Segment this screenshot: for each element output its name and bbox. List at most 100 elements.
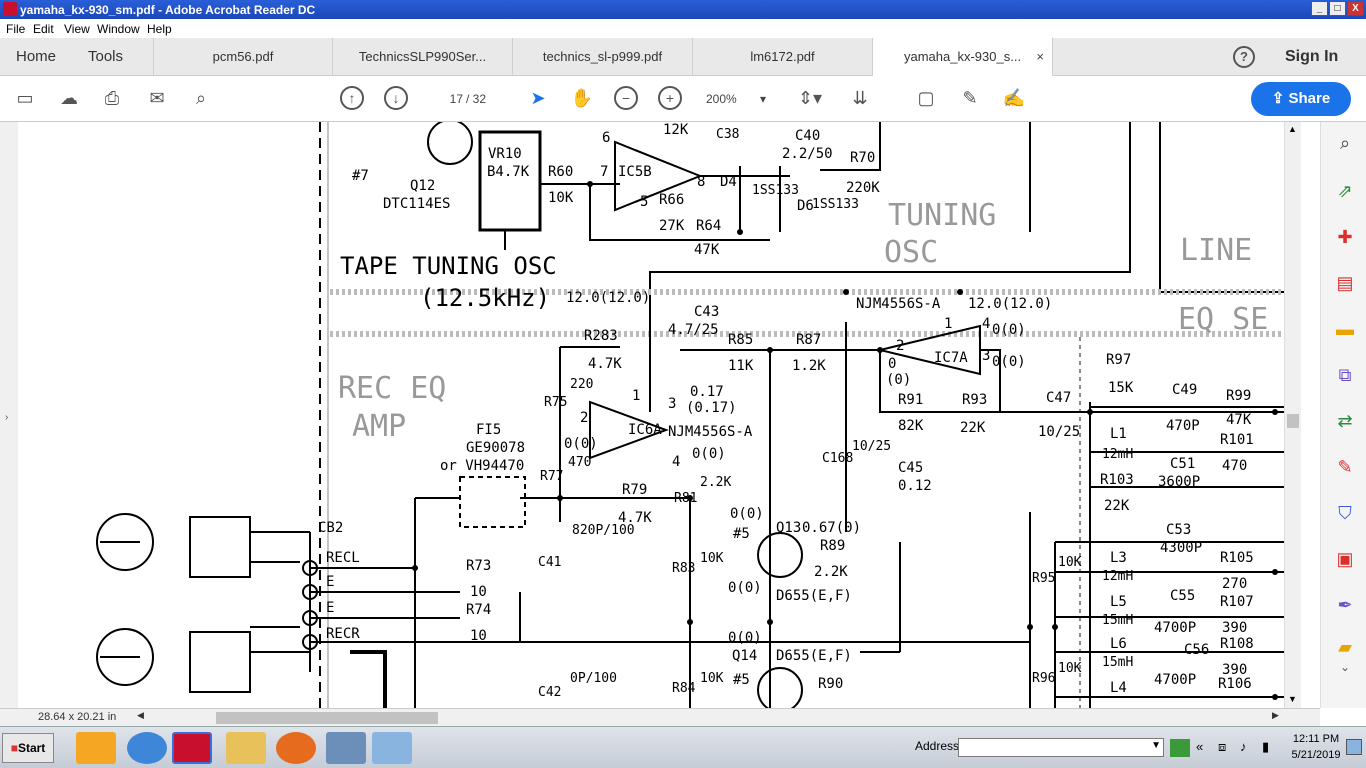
- chevron-down-icon[interactable]: ⌄: [1339, 660, 1351, 674]
- tab-technics-sl-p999[interactable]: technics_sl-p999.pdf: [513, 38, 693, 76]
- paint-icon[interactable]: [372, 732, 412, 764]
- address-input[interactable]: ▼: [958, 738, 1164, 757]
- tab-pcm56[interactable]: pcm56.pdf: [153, 38, 333, 76]
- close-tab-icon[interactable]: ×: [1036, 49, 1044, 64]
- fill-sign-icon[interactable]: ✎: [1337, 457, 1353, 477]
- internet-explorer-icon[interactable]: [127, 732, 167, 764]
- sign-icon[interactable]: ✍: [1002, 88, 1026, 108]
- schematic-label: FI5: [476, 422, 501, 438]
- scroll-thumb[interactable]: [1287, 414, 1299, 428]
- schematic-label: R95: [1032, 571, 1055, 586]
- comment-icon[interactable]: ▢: [917, 88, 935, 108]
- schematic-label: 1SS133: [752, 183, 799, 198]
- tools-tab[interactable]: Tools: [88, 48, 124, 65]
- show-desktop-icon[interactable]: [1346, 739, 1362, 755]
- email-icon[interactable]: ✉: [149, 88, 165, 108]
- network-icon[interactable]: ⧈: [1218, 739, 1227, 754]
- tab-yamaha-kx930[interactable]: yamaha_kx-930_s...×: [873, 38, 1053, 76]
- previous-page-icon[interactable]: ↑: [340, 86, 364, 110]
- schematic-label: C42: [538, 685, 561, 700]
- schematic-label: 4700P: [1154, 620, 1196, 636]
- tray-chevron-icon[interactable]: «: [1196, 739, 1204, 754]
- picture-viewer-icon[interactable]: [326, 732, 366, 764]
- cloud-upload-icon[interactable]: ☁: [60, 88, 78, 108]
- pdf-tool-icon[interactable]: ▣: [1336, 549, 1354, 569]
- save-icon[interactable]: ▭: [16, 88, 34, 108]
- schematic-label: D655(E,F): [776, 588, 852, 604]
- schematic-label: 4: [672, 454, 680, 470]
- schematic-label: IC7A: [934, 350, 968, 366]
- scroll-right-icon[interactable]: ▶: [1272, 710, 1279, 720]
- zoom-in-icon[interactable]: +: [658, 86, 682, 110]
- schematic-label: 0: [888, 356, 896, 372]
- schematic-label: 10K: [548, 190, 574, 206]
- schematic-label: 27K: [659, 218, 685, 234]
- chevron-down-icon[interactable]: ▼: [1151, 740, 1161, 751]
- protect-icon[interactable]: ⛉: [1338, 503, 1352, 523]
- schematic-label: R93: [962, 392, 987, 408]
- schematic-label: R75: [544, 395, 567, 410]
- schematic-label: 47K: [1226, 412, 1252, 428]
- scroll-mode-icon[interactable]: ⇊: [852, 88, 868, 108]
- menu-window[interactable]: Window: [97, 22, 140, 36]
- zoom-select[interactable]: 200% ▾: [706, 89, 772, 109]
- schematic-label: R64: [696, 218, 721, 234]
- clock-date: 5/21/2019: [1291, 749, 1341, 761]
- vertical-scrollbar[interactable]: ▲ ▼: [1284, 122, 1301, 708]
- schematic-label: R85: [728, 332, 753, 348]
- schematic-label: Q12: [410, 178, 435, 194]
- scroll-down-icon[interactable]: ▼: [1288, 694, 1297, 704]
- start-button[interactable]: ■Start: [2, 733, 54, 763]
- zoom-panel-icon[interactable]: ⌕: [1339, 133, 1351, 153]
- organize-pages-icon[interactable]: ⇄: [1337, 411, 1353, 431]
- acrobat-taskbar-icon[interactable]: [172, 732, 212, 764]
- maximize-button[interactable]: □: [1329, 1, 1346, 16]
- schematic-label: #5: [733, 526, 750, 542]
- scroll-left-icon[interactable]: ◀: [137, 710, 144, 720]
- page-number-input[interactable]: 17: [449, 92, 463, 106]
- print-icon[interactable]: ⎙: [104, 88, 120, 108]
- menu-edit[interactable]: Edit: [33, 22, 54, 36]
- hand-tool-icon[interactable]: ✋: [570, 88, 594, 108]
- tab-technics-slp990[interactable]: TechnicsSLP990Ser...: [333, 38, 513, 76]
- volume-icon[interactable]: ♪: [1240, 739, 1247, 754]
- home-tab[interactable]: Home: [16, 48, 57, 65]
- share-button[interactable]: ⇪ Share: [1251, 82, 1351, 116]
- schematic-label: 3: [668, 396, 676, 412]
- page-fit-icon[interactable]: ⇕▾: [797, 88, 823, 108]
- minimize-button[interactable]: _: [1311, 1, 1328, 16]
- zoom-out-icon[interactable]: −: [614, 86, 638, 110]
- left-panel-toggle[interactable]: ›: [0, 122, 18, 708]
- firefox-icon[interactable]: [276, 732, 316, 764]
- schematic-label: TUNING: [888, 198, 996, 233]
- schematic-label: 22K: [960, 420, 986, 436]
- send-for-signature-icon[interactable]: ✒: [1337, 595, 1353, 615]
- schematic-label: CB2: [318, 520, 343, 536]
- highlight-icon[interactable]: ✎: [962, 88, 978, 108]
- search-icon[interactable]: ⌕: [195, 88, 207, 108]
- media-player-icon[interactable]: [76, 732, 116, 764]
- horizontal-scroll-thumb[interactable]: [216, 712, 438, 724]
- go-icon[interactable]: [1170, 739, 1190, 757]
- select-tool-icon[interactable]: ➤: [530, 88, 546, 108]
- combine-files-icon[interactable]: ⧉: [1338, 365, 1352, 385]
- scroll-up-icon[interactable]: ▲: [1288, 124, 1297, 134]
- help-icon[interactable]: ?: [1233, 46, 1255, 68]
- signal-icon[interactable]: ▮: [1262, 739, 1270, 754]
- tab-lm6172[interactable]: lm6172.pdf: [693, 38, 873, 76]
- file-explorer-icon[interactable]: [226, 732, 266, 764]
- export-pdf-icon[interactable]: ⇗: [1337, 181, 1353, 201]
- next-page-icon[interactable]: ↓: [384, 86, 408, 110]
- menu-help[interactable]: Help: [147, 22, 172, 36]
- menu-view[interactable]: View: [64, 22, 90, 36]
- close-window-button[interactable]: X: [1347, 1, 1364, 16]
- schematic-label: E: [326, 574, 334, 590]
- sign-in-button[interactable]: Sign In: [1285, 48, 1339, 65]
- create-pdf-icon[interactable]: ✚: [1337, 227, 1353, 247]
- comment-panel-icon[interactable]: ▬: [1336, 319, 1354, 339]
- menu-file[interactable]: File: [6, 22, 26, 36]
- more-tools-icon[interactable]: ▰: [1338, 637, 1352, 657]
- edit-pdf-icon[interactable]: ▤: [1336, 273, 1354, 293]
